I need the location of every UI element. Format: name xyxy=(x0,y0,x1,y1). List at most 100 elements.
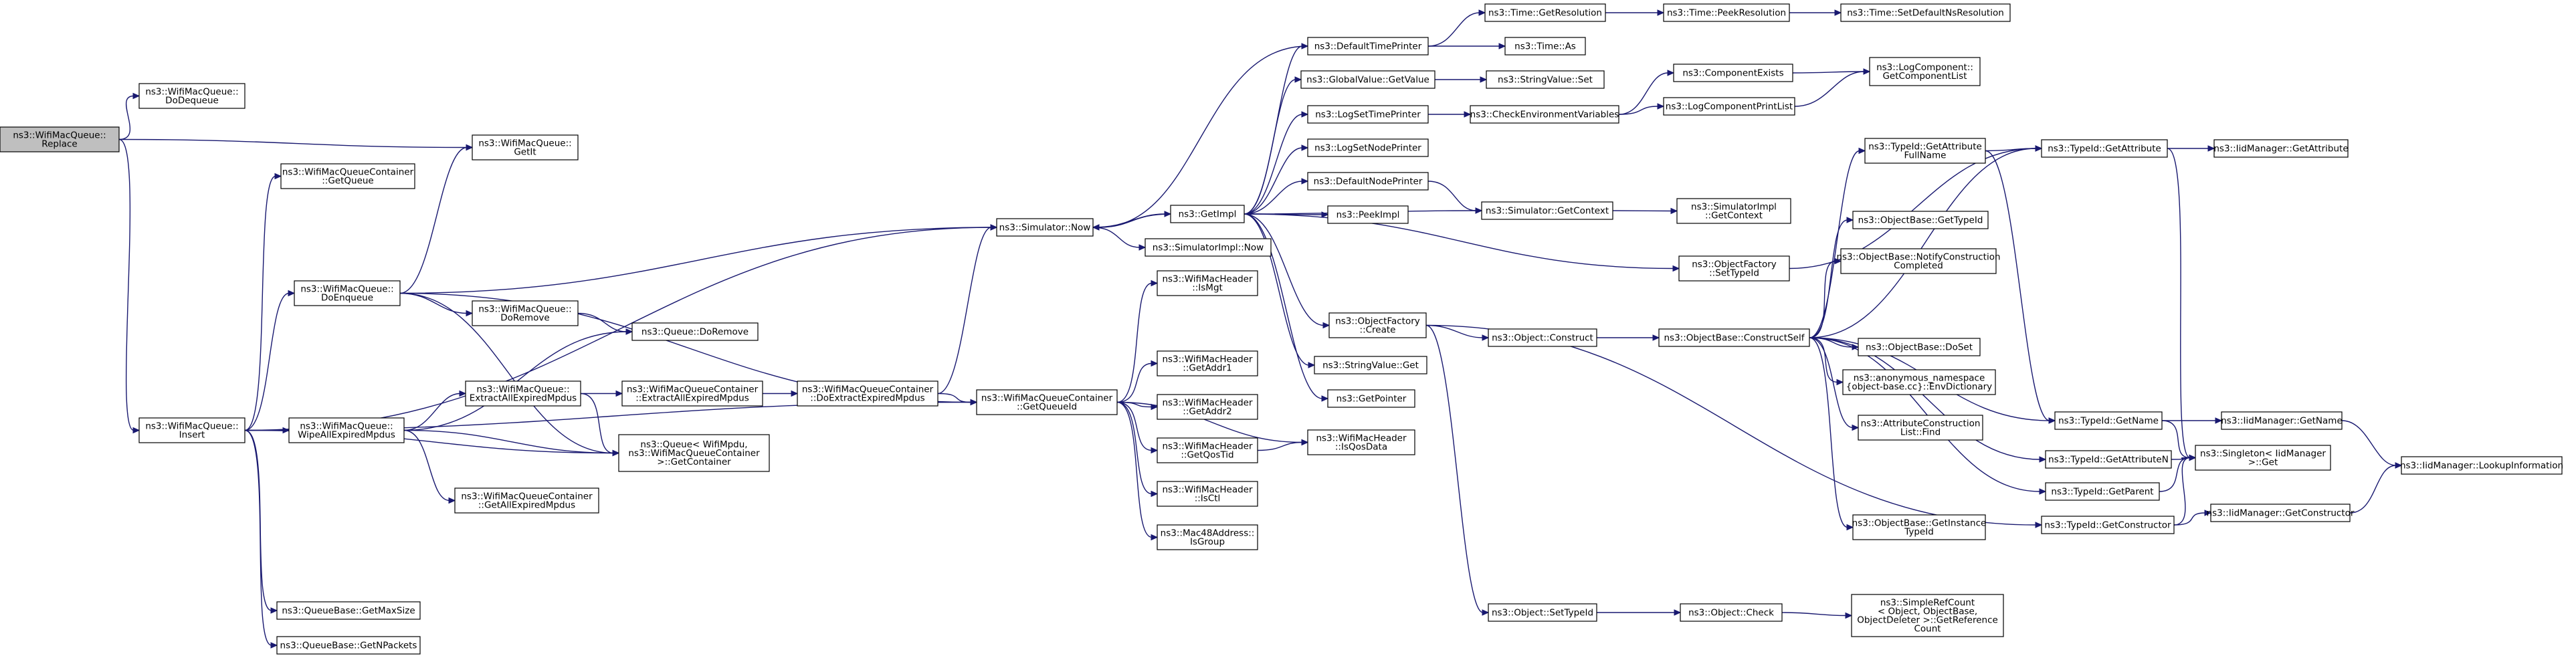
edge-container-do-extract-to-sim-now xyxy=(937,227,992,395)
node-extract-all[interactable]: ns3::WifiMacQueue::ExtractAllExpiredMpdu… xyxy=(465,380,581,407)
edge-arrowhead xyxy=(615,390,623,397)
node-object-set-type-id[interactable]: ns3::Object::SetTypeId xyxy=(1488,603,1597,622)
node-get-qos-tid[interactable]: ns3::WifiMacHeader::GetQosTid xyxy=(1157,437,1258,463)
edge-get-impl-to-object-factory-create xyxy=(1244,213,1324,326)
node-queue-do-remove[interactable]: ns3::Queue::DoRemove xyxy=(631,322,759,341)
node-label: Insert xyxy=(179,430,205,441)
node-peek-impl[interactable]: ns3::PeekImpl xyxy=(1327,205,1409,224)
node-default-node-printer[interactable]: ns3::DefaultNodePrinter xyxy=(1307,172,1429,191)
node-container-get-all-expired[interactable]: ns3::WifiMacQueueContainer::GetAllExpire… xyxy=(454,487,599,514)
node-replace[interactable]: ns3::WifiMacQueue::Replace xyxy=(0,126,120,152)
node-type-id-get-constructor[interactable]: ns3::TypeId::GetConstructor xyxy=(2041,516,2175,534)
node-iid-get-name[interactable]: ns3::IidManager::GetName xyxy=(2221,411,2343,430)
node-string-value-set[interactable]: ns3::StringValue::Set xyxy=(1486,70,1605,89)
node-default-time-printer[interactable]: ns3::DefaultTimePrinter xyxy=(1307,37,1429,56)
node-is-qos-data[interactable]: ns3::WifiMacHeader::IsQosData xyxy=(1307,429,1415,455)
node-singleton-get[interactable]: ns3::Singleton< IidManager>::Get xyxy=(2195,445,2331,471)
node-check-env[interactable]: ns3::CheckEnvironmentVariables xyxy=(1470,105,1619,124)
node-get-npackets[interactable]: ns3::QueueBase::GetNPackets xyxy=(276,636,421,655)
edge-arrowhead xyxy=(2039,456,2047,463)
edge-arrowhead xyxy=(1308,362,1316,368)
node-label: ::GetAddr1 xyxy=(1183,363,1231,374)
node-is-ctl[interactable]: ns3::WifiMacHeader::IsCtl xyxy=(1157,481,1258,507)
node-label: ::Create xyxy=(1360,325,1396,336)
node-is-mgt[interactable]: ns3::WifiMacHeader::IsMgt xyxy=(1157,270,1258,296)
node-sim-get-context[interactable]: ns3::Simulator::GetContext xyxy=(1481,201,1613,220)
node-iid-lookup[interactable]: ns3::IidManager::LookupInformation xyxy=(2400,456,2563,475)
node-get-addr1[interactable]: ns3::WifiMacHeader::GetAddr1 xyxy=(1157,350,1258,376)
node-time-set-default[interactable]: ns3::Time::SetDefaultNsResolution xyxy=(1840,3,2011,22)
node-box xyxy=(138,417,245,443)
node-type-id-get-name[interactable]: ns3::TypeId::GetName xyxy=(2054,411,2163,430)
node-object-factory-set-type-id[interactable]: ns3::ObjectFactory::SetTypeId xyxy=(1678,255,1790,282)
node-container-do-extract[interactable]: ns3::WifiMacQueueContainer::DoExtractExp… xyxy=(797,380,938,407)
node-object-check[interactable]: ns3::Object::Check xyxy=(1680,603,1783,622)
node-component-exists[interactable]: ns3::ComponentExists xyxy=(1673,64,1793,82)
node-object-construct[interactable]: ns3::Object::Construct xyxy=(1488,328,1597,347)
node-construct-self[interactable]: ns3::ObjectBase::ConstructSelf xyxy=(1658,328,1810,347)
edge-construct-self-to-env-dictionary xyxy=(1809,337,1838,383)
node-box xyxy=(1328,312,1427,338)
edge-component-exists-to-log-component-get-list xyxy=(1792,71,1865,74)
node-get-impl[interactable]: ns3::GetImpl xyxy=(1170,205,1245,223)
node-container-extract-all[interactable]: ns3::WifiMacQueueContainer::ExtractAllEx… xyxy=(621,380,763,407)
node-time-get-resolution[interactable]: ns3::Time::GetResolution xyxy=(1484,3,1606,22)
node-do-set[interactable]: ns3::ObjectBase::DoSet xyxy=(1858,338,1981,356)
node-global-value-get-value[interactable]: ns3::GlobalValue::GetValue xyxy=(1300,70,1435,89)
node-doenqueue[interactable]: ns3::WifiMacQueue::DoEnqueue xyxy=(294,280,401,306)
node-doremove[interactable]: ns3::WifiMacQueue::DoRemove xyxy=(472,300,579,326)
node-type-id-get-parent[interactable]: ns3::TypeId::GetParent xyxy=(2045,482,2160,501)
node-log-component-get-list[interactable]: ns3::LogComponent::GetComponentList xyxy=(1869,57,1981,86)
node-log-component-print-list[interactable]: ns3::LogComponentPrintList xyxy=(1663,97,1795,116)
node-string-value-get[interactable]: ns3::StringValue::Get xyxy=(1314,356,1427,374)
edge-doenqueue-to-sim-now xyxy=(399,227,992,294)
node-container-get-queue[interactable]: ns3::WifiMacQueueContainer::GetQueue xyxy=(280,163,415,189)
node-log-set-time-printer[interactable]: ns3::LogSetTimePrinter xyxy=(1307,105,1429,124)
node-log-set-node-printer[interactable]: ns3::LogSetNodePrinter xyxy=(1307,138,1429,157)
edge-arrowhead xyxy=(1480,76,1488,83)
node-iid-get-attribute[interactable]: ns3::IidManager::GetAttribute xyxy=(2213,139,2349,158)
node-label: DoDequeue xyxy=(165,96,219,106)
node-time-peek-resolution[interactable]: ns3::Time::PeekResolution xyxy=(1663,3,1790,22)
node-box xyxy=(1314,356,1427,374)
node-label: ns3::ObjectBase::NotifyConstruction xyxy=(1836,252,2000,263)
node-get-pointer[interactable]: ns3::GetPointer xyxy=(1327,389,1415,408)
node-object-base-get-type-id[interactable]: ns3::ObjectBase::GetTypeId xyxy=(1852,211,1989,229)
node-dodequeue[interactable]: ns3::WifiMacQueue::DoDequeue xyxy=(138,83,245,109)
node-get-max-size[interactable]: ns3::QueueBase::GetMaxSize xyxy=(276,601,421,620)
node-is-group[interactable]: ns3::Mac48Address::IsGroup xyxy=(1157,524,1258,550)
node-env-dictionary[interactable]: ns3::anonymous_namespace{object-base.cc}… xyxy=(1842,369,1996,395)
node-type-id-get-attribute-n[interactable]: ns3::TypeId::GetAttributeN xyxy=(2045,450,2172,469)
node-label: ExtractAllExpiredMpdus xyxy=(470,393,577,404)
node-simple-ref-count[interactable]: ns3::SimpleRefCount< Object, ObjectBase,… xyxy=(1851,594,2004,637)
node-getit[interactable]: ns3::WifiMacQueue::GetIt xyxy=(472,134,579,160)
node-label: ns3::PeekImpl xyxy=(1336,210,1400,221)
node-label: ns3::WifiMacHeader xyxy=(1162,485,1253,496)
node-object-factory-create[interactable]: ns3::ObjectFactory::Create xyxy=(1328,312,1427,338)
node-label: ns3::Object::Check xyxy=(1688,608,1774,619)
node-type-id-get-attribute[interactable]: ns3::TypeId::GetAttribute xyxy=(2041,139,2168,158)
node-sim-impl-get-context[interactable]: ns3::SimulatorImpl::GetContext xyxy=(1676,198,1791,224)
node-iid-get-constructor[interactable]: ns3::IidManager::GetConstructor xyxy=(2207,504,2355,522)
edge-doenqueue-to-doremove xyxy=(399,292,468,314)
node-get-addr2[interactable]: ns3::WifiMacHeader::GetAddr2 xyxy=(1157,394,1258,420)
node-time-as[interactable]: ns3::Time::As xyxy=(1504,37,1586,56)
edge-arrowhead xyxy=(1836,378,1844,386)
node-label: ns3::TypeId::GetAttribute xyxy=(2048,144,2161,154)
node-container-get-queue-id[interactable]: ns3::WifiMacQueueContainer::GetQueueId xyxy=(976,389,1118,415)
edge-arrowhead xyxy=(1498,43,1506,49)
node-notify-construction[interactable]: ns3::ObjectBase::NotifyConstructionCompl… xyxy=(1836,248,2001,274)
node-wipe-all[interactable]: ns3::WifiMacQueue::WipeAllExpiredMpdus xyxy=(288,417,405,443)
edge-get-impl-to-string-value-get xyxy=(1244,213,1310,366)
node-label: Replace xyxy=(41,139,77,150)
node-queue-get-container[interactable]: ns3::Queue< WifiMpdu,ns3::WifiMacQueueCo… xyxy=(618,434,770,472)
edge-arrowhead xyxy=(2039,488,2047,495)
node-insert[interactable]: ns3::WifiMacQueue::Insert xyxy=(138,417,245,443)
node-label: List::Find xyxy=(1900,427,1941,438)
node-sim-impl-now[interactable]: ns3::SimulatorImpl::Now xyxy=(1145,238,1272,257)
edge-type-id-get-constructor-to-iid-get-constructor xyxy=(2173,512,2206,526)
node-sim-now[interactable]: ns3::Simulator::Now xyxy=(996,218,1094,237)
